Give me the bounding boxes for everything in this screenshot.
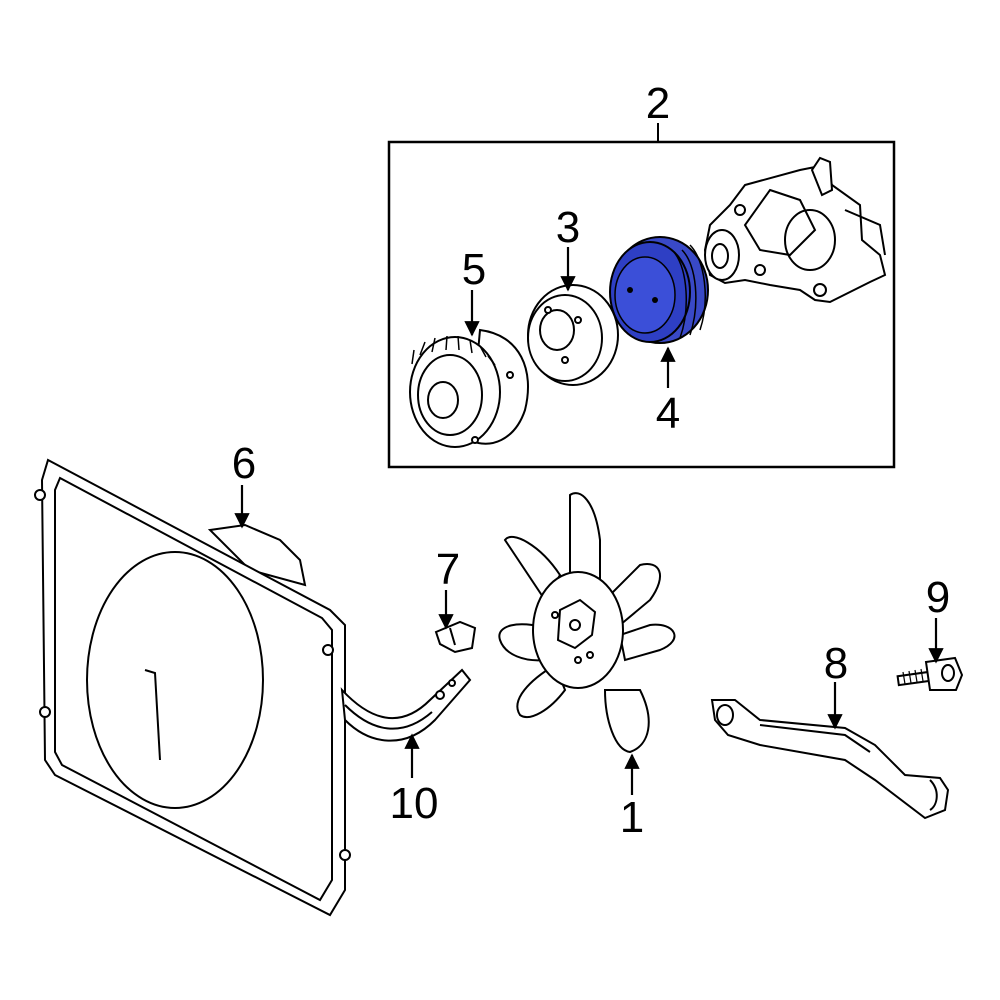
callout-5: 5 [462, 245, 486, 294]
callout-2: 2 [646, 79, 670, 128]
fan-shroud[interactable] [34, 458, 351, 917]
bolt[interactable] [896, 656, 964, 691]
fan-pulley[interactable] [527, 284, 619, 386]
callout-8: 8 [824, 639, 848, 688]
callout-3: 3 [556, 203, 580, 252]
shroud-bracket[interactable] [340, 668, 472, 742]
callout-7: 7 [436, 545, 460, 594]
shroud-clip[interactable] [434, 620, 477, 654]
leader-lines [234, 247, 944, 795]
water-pump[interactable] [703, 156, 887, 304]
fan-bracket[interactable] [710, 699, 950, 820]
fan-clutch[interactable] [409, 328, 529, 448]
callout-4: 4 [656, 389, 680, 438]
callout-1: 1 [620, 793, 644, 842]
callout-6: 6 [232, 439, 256, 488]
callout-10: 10 [390, 779, 439, 828]
cooling-fan[interactable] [498, 492, 676, 754]
callout-9: 9 [926, 573, 950, 622]
water-pump-pulley[interactable] [609, 236, 709, 344]
water-pump-assembly-box [387, 140, 896, 469]
